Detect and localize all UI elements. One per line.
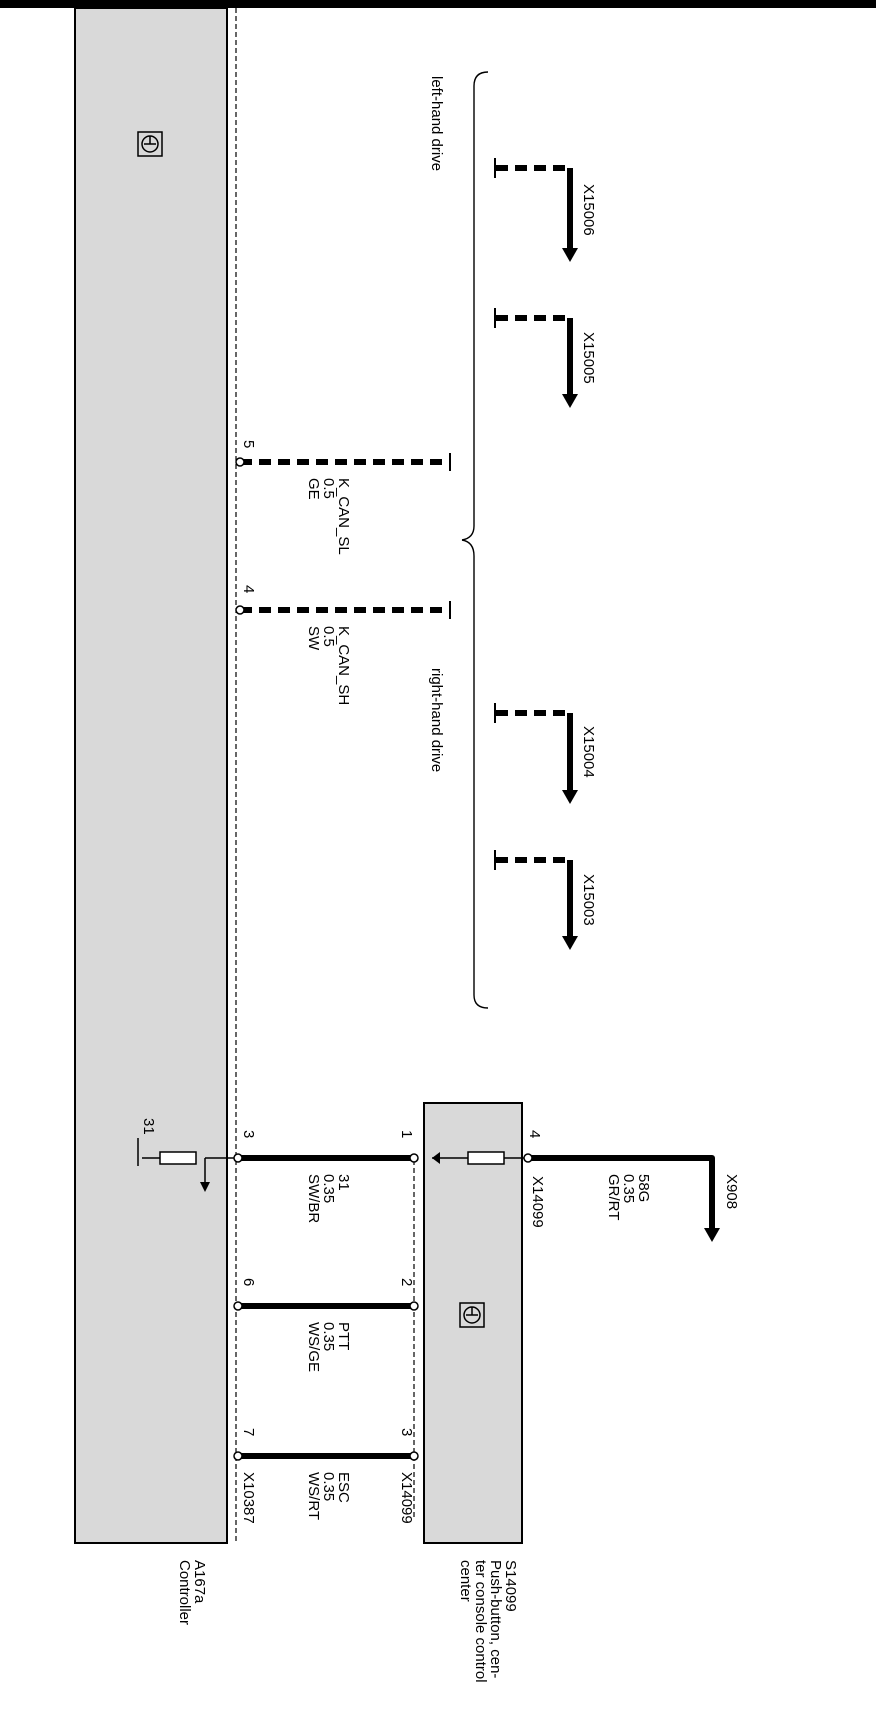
kcan-sh-pin: 4 [240,585,257,593]
ptt-pin-btn: 2 [398,1278,415,1286]
x15006-connector [494,158,578,262]
kcan-sl-wire [235,453,451,471]
text-labels: left-hand drive right-hand drive X15006 … [137,76,740,1683]
w31-size: 0.35 [320,1174,337,1203]
w31-pin-ctrl: 3 [240,1130,257,1138]
kcan-sh-size: 0.5 [320,626,337,647]
w58g-signal: 58G [635,1174,652,1202]
esc-pin-ctrl: 7 [240,1428,257,1436]
w31-signal: 31 [335,1174,352,1191]
x15005-label: X15005 [580,332,597,384]
top-border [0,0,876,8]
kcan-sh-signal: K_CAN_SH [335,626,352,705]
esc-size: 0.35 [320,1472,337,1501]
wire-esc [233,1451,419,1461]
kcan-sh-color: SW [305,626,322,651]
controller-id: A167a [191,1560,208,1604]
kcan-sl-pin: 5 [240,440,257,448]
x15004-connector [494,703,578,804]
x15003-label: X15003 [580,874,597,926]
ground-label: 31 [140,1118,157,1135]
controller-symbol-icon [137,131,163,157]
button-resistor [432,1151,524,1165]
wire-31 [233,1153,419,1163]
x15006-label: X15006 [580,184,597,236]
button-symbol-icon [459,1302,485,1328]
x15004-label: X15004 [580,726,597,778]
button-name-line2: ter console control [472,1560,489,1683]
ptt-size: 0.35 [320,1322,337,1351]
w58g-pin: 4 [526,1130,543,1138]
x14099-bottom-label: X14099 [398,1472,415,1524]
right-hand-drive-label: right-hand drive [428,668,445,772]
wire-ptt [233,1301,419,1311]
right-hand-drive-brace [461,539,489,1009]
x15003-connector [494,850,578,950]
esc-color: WS/RT [305,1472,322,1520]
w31-pin-btn: 1 [398,1130,415,1138]
kcan-sl-size: 0.5 [320,478,337,499]
kcan-sl-color: GE [305,478,322,500]
button-name-line1: Push-button, cen- [487,1560,504,1678]
kcan-sh-wire [235,601,451,619]
x908-label: X908 [723,1174,740,1209]
ptt-signal: PTT [335,1322,352,1350]
esc-signal: ESC [335,1472,352,1503]
w58g-size: 0.35 [620,1174,637,1203]
ptt-color: WS/GE [305,1322,322,1372]
w31-color: SW/BR [305,1174,322,1223]
x14099-top-label: X14099 [529,1176,546,1228]
kcan-sl-signal: K_CAN_SL [335,478,352,555]
controller-name: Controller [176,1560,193,1625]
controller-module [74,7,228,1544]
w58g-color: GR/RT [605,1174,622,1220]
x10387-label: X10387 [240,1472,257,1524]
controller-resistor [137,1150,234,1192]
ptt-pin-ctrl: 6 [240,1278,257,1286]
left-hand-drive-brace [461,71,489,541]
esc-pin-btn: 3 [398,1428,415,1436]
button-id: S14099 [502,1560,519,1612]
button-name-line3: center [457,1560,474,1602]
left-hand-drive-label: left-hand drive [428,76,445,171]
x15005-connector [494,308,578,408]
